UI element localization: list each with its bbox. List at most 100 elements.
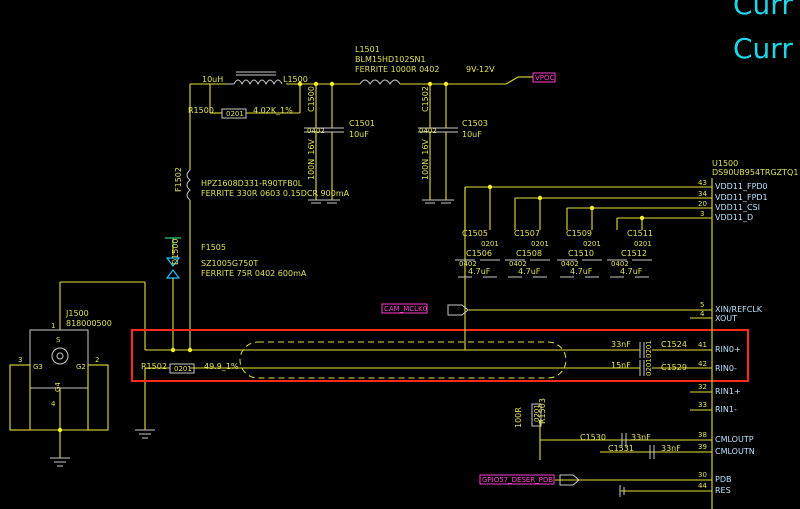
svg-text:RIN0+: RIN0+ [715,345,741,354]
resistor-r1503[interactable] [531,403,542,427]
svg-text:RIN1+: RIN1+ [715,387,741,396]
cap-c1529[interactable] [639,360,645,376]
gpio-pdb-port[interactable] [479,474,580,486]
svg-text:CMLOUTN: CMLOUTN [715,447,755,456]
j1500-pin-label: G3 [33,363,43,371]
c1501-ref: C1501 [349,119,375,128]
c1500-pkg: 0402 [307,127,325,135]
svg-text:VDD11_D: VDD11_D [715,213,753,222]
ferrite-f1502[interactable] [186,169,191,201]
cap-c1530[interactable] [621,433,627,447]
net-voltage-label: 9V-12V [466,65,495,74]
j1500-value: 818000500 [66,319,112,328]
c1503-value: 10uF [462,130,482,139]
ic-pin-labels: 4 3 VDD11_FPD0 34 VDD11_FPD1 20 VDD11_CSI… [698,179,768,495]
decoupling-caps[interactable] [455,187,652,278]
svg-text:42: 42 [698,360,707,368]
vpoc-port[interactable] [532,72,556,83]
c1529-value: 15nF [611,361,631,370]
c1503-ref: C1503 [462,119,488,128]
junction-dot [639,215,645,221]
c1500-ref: C1500 [307,86,316,112]
decap-value: 4.7uF [468,267,491,276]
svg-text:3: 3 [700,210,704,218]
resistor-r1500[interactable] [221,108,247,119]
r1502-value: 49.9_1% [204,362,239,371]
l1500-ref: L1500 [283,75,308,84]
junction-dot [589,205,595,211]
decap-pkg: 0402 [561,260,579,268]
svg-text:XOUT: XOUT [715,314,737,323]
f1505-value: SZ1005G750T [201,259,258,268]
c1502-pkg: 0402 [419,127,437,135]
decap-value: 4.7uF [518,267,541,276]
l1500-value: 10uH [202,75,223,84]
svg-text:34: 34 [698,190,707,198]
cap-c1531[interactable] [649,445,655,459]
svg-text:33: 33 [698,401,707,409]
r1503-value: 100R [514,407,523,428]
l1501-ref: L1501 [355,45,380,54]
cam-mclk-label: CAM_MCLK0 [384,305,427,313]
j1500-pin-label: G4 [54,382,62,392]
c1530-value: 33nF [631,433,651,442]
svg-text:4: 4 [700,310,705,318]
c1524-value: 33nF [611,340,631,349]
gpio-pdb-label: GPIO57_DESER_PDB [482,476,553,484]
cap-c1503[interactable] [434,84,458,204]
svg-text:38: 38 [698,431,707,439]
r1500-ref: R1500 [188,106,214,115]
r1500-value: 4.02K_1% [253,106,293,115]
f1502-ref: F1502 [174,167,183,192]
r1502-ref: R1502 [141,362,167,371]
decap-pkg: 0402 [459,260,477,268]
svg-text:RIN0-: RIN0- [715,364,737,373]
decap-pkg: 0201 [481,240,499,248]
svg-text:VDD11_FPD0: VDD11_FPD0 [715,182,768,191]
f1502-value: HPZ1608D331-R90TFB0L [201,179,303,188]
resistor-r1502[interactable] [169,363,195,374]
c1500-value: 100N_16V [307,139,316,180]
svg-text:VDD11_CSI: VDD11_CSI [715,203,760,212]
r1503-pkg: 0201 [533,404,541,422]
cap-c1524[interactable] [639,342,645,358]
decap-ref: C1507 [514,229,540,238]
j1500-pin-num: 3 [18,356,22,364]
svg-text:20: 20 [698,200,707,208]
u1500-part: DS90UB954TRGZTQ1 [712,168,798,177]
svg-text:VDD11_FPD1: VDD11_FPD1 [715,193,768,202]
decap-ref2: C1512 [621,249,647,258]
svg-text:RES: RES [715,486,731,495]
decap-pkg: 0201 [634,240,652,248]
j1500-ref: J1500 [65,309,89,318]
c1501-value: 10uF [349,130,369,139]
decap-ref: C1511 [627,229,653,238]
c1524-ref: C1524 [661,340,687,349]
decap-ref: C1509 [566,229,592,238]
fpd-link-wires [135,349,712,439]
decap-pkg: 0402 [509,260,527,268]
c1529-pkg: 0201 [645,358,653,376]
diode-d1500[interactable] [165,237,181,350]
r1500-pkg: 0201 [226,110,244,118]
junction-dot [297,81,303,87]
inductor-l1500[interactable] [228,71,283,86]
c1502-ref: C1502 [421,86,430,112]
f1505-ref: F1505 [201,243,226,252]
c1524-pkg: 0201 [645,340,653,358]
f1505-desc: FERRITE 75R 0402 600mA [201,269,307,278]
junction-dot [537,195,543,201]
svg-text:XIN/REFCLK: XIN/REFCLK [715,305,763,314]
svg-text:32: 32 [698,383,707,391]
junction-dot [487,184,493,190]
cap-c1501[interactable] [320,84,344,204]
decap-ref2: C1508 [516,249,542,258]
cap-c1500[interactable] [304,84,328,204]
r1502-pkg: 0201 [174,365,192,373]
ferrite-l1501[interactable] [359,79,401,85]
j1500-pin-label: G2 [76,363,86,371]
cam-mclk-port[interactable] [381,303,469,316]
l1501-value: BLM15HD102SN1 [355,55,426,64]
decap-ref: C1505 [462,229,488,238]
